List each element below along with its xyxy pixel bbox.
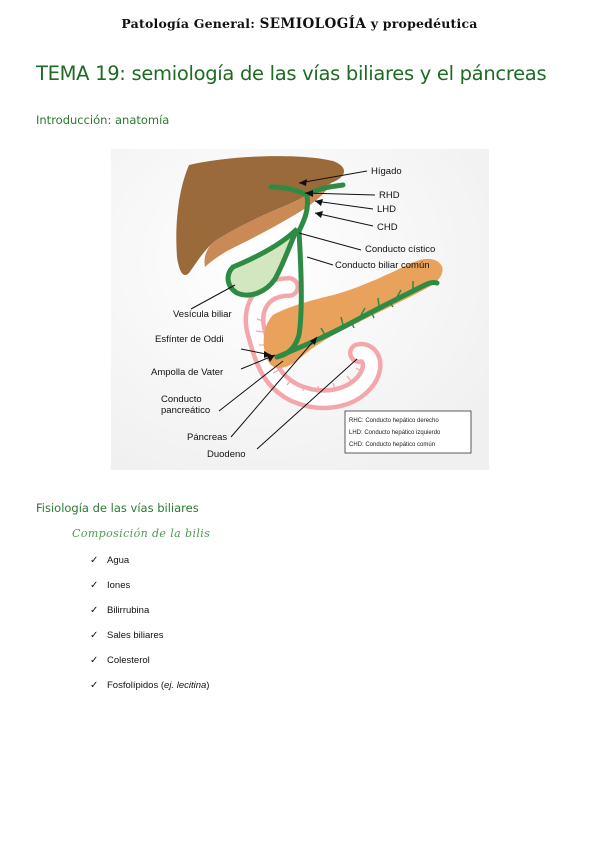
header-suffix: y propedéutica [366,16,478,31]
check-icon: ✓ [90,580,99,591]
physiology-heading: Fisiología de las vías biliares [36,501,199,515]
document-header: Patología General: SEMIOLOGÍA y propedéu… [0,16,599,32]
label-pancreas: Páncreas [187,432,227,443]
header-emphasis: SEMIOLOGÍA [259,16,367,32]
label-conducto-pancreatico-2: pancreático [161,405,210,416]
intro-heading: Introducción: anatomía [36,113,170,127]
list-item-text: Agua [107,555,130,566]
list-item: ✓ Agua [90,548,209,573]
list-item-text: Fosfolípidos ( [107,680,165,691]
header-prefix: Patología General: [121,16,260,31]
label-conducto-pancreatico-1: Conducto [161,394,202,405]
pancreas-shape [263,258,443,369]
label-duodeno: Duodeno [207,449,246,460]
label-rhd: RHD [379,190,400,201]
list-item-text: Bilirrubina [107,605,150,616]
label-lhd: LHD [377,204,396,215]
bile-components-list: ✓ Agua ✓ Iones ✓ Bilirrubina ✓ Sales biliare… [90,548,209,698]
label-higado: Hígado [371,166,402,177]
pancreatic-duct-branches [320,281,414,336]
check-icon: ✓ [90,555,99,566]
label-esfinter-oddi: Esfínter de Oddi [155,334,224,345]
label-vesicula-biliar: Vesícula biliar [173,309,232,320]
check-icon: ✓ [90,630,99,641]
biliary-anatomy-diagram: Hígado RHD LHD CHD Conducto cístico Cond… [111,149,489,470]
bile-composition-heading: Composición de la bilis [72,527,211,540]
legend-lhd: LHD: Conducto hepático izquierdo [349,430,441,436]
label-conducto-cistico: Conducto cístico [365,244,435,255]
list-item: ✓ Colesterol [90,648,209,673]
list-item-text: Iones [107,580,131,591]
list-item-italic: ej. lecitina [164,680,207,691]
label-chd: CHD [377,222,398,233]
legend-chd: CHD: Conducto hepático común [349,442,435,448]
bile-ducts [268,182,440,360]
anatomy-figure: Hígado RHD LHD CHD Conducto cístico Cond… [111,149,489,470]
page-title: TEMA 19: semiología de las vías biliares… [36,62,547,85]
liver-underside [204,183,331,267]
list-item: ✓ Sales biliares [90,623,209,648]
liver-shape [176,156,345,276]
gallbladder-shape [225,227,300,298]
list-item: ✓ Fosfolípidos (ej. lecitina) [90,673,209,698]
list-item: ✓ Bilirrubina [90,598,209,623]
list-item-text: Colesterol [107,655,150,666]
legend-rhc: RHC: Conducto hepático derecho [349,418,439,424]
list-item: ✓ Iones [90,573,209,598]
duodenum-inner [248,280,378,406]
label-conducto-biliar-comun: Conducto biliar común [335,260,430,271]
check-icon: ✓ [90,655,99,666]
check-icon: ✓ [90,680,99,691]
leader-arrowheads [264,179,323,362]
check-icon: ✓ [90,605,99,616]
label-ampolla-vater: Ampolla de Vater [151,367,223,378]
list-item-text: Sales biliares [107,630,164,641]
legend-box [344,410,472,454]
list-item-after: ) [206,680,210,691]
